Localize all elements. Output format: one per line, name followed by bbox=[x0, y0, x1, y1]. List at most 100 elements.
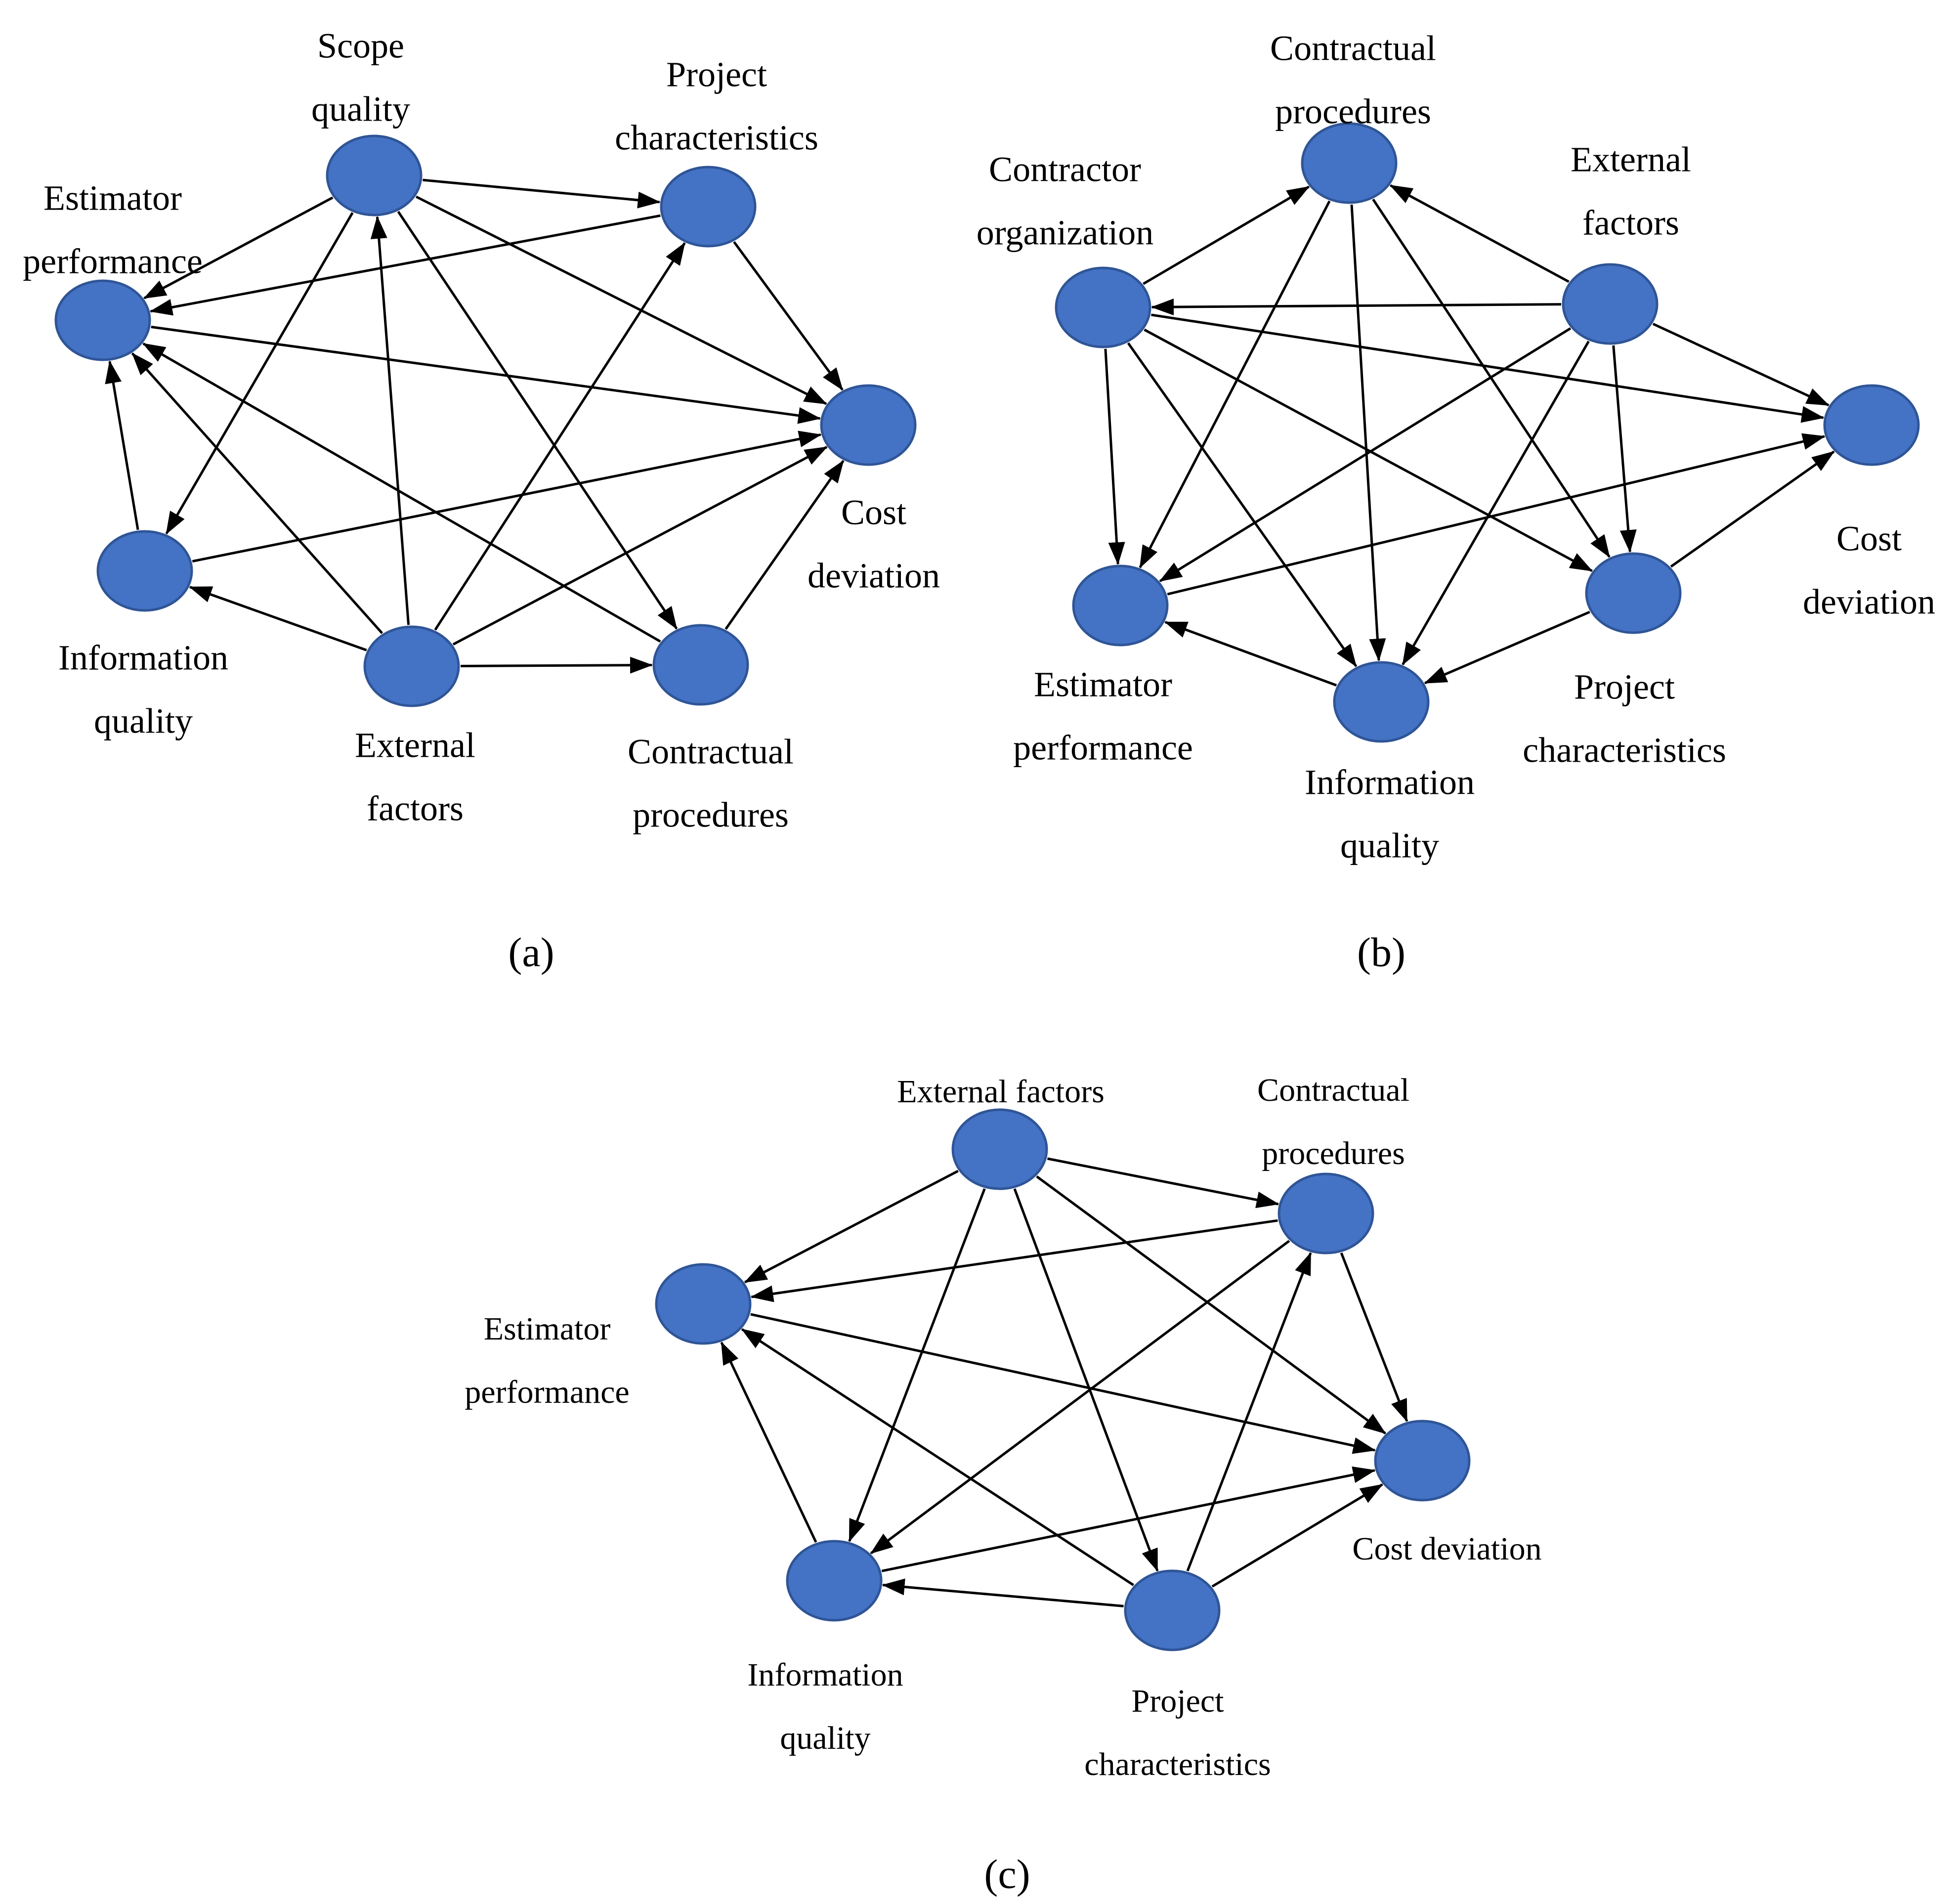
node-proj bbox=[1124, 1569, 1221, 1651]
node-label-info: quality bbox=[780, 1720, 870, 1756]
node-label-contr: Contractual bbox=[1257, 1072, 1409, 1108]
node-label-est: performance bbox=[465, 1374, 629, 1410]
arrow-proj-to-contr bbox=[1186, 1252, 1312, 1572]
node-label-est: Estimator bbox=[43, 178, 182, 218]
arrow-org-to-cost bbox=[1151, 313, 1825, 423]
arrow-ext-to-est bbox=[131, 352, 383, 634]
node-scope bbox=[326, 134, 423, 216]
arrow-proj-to-cost bbox=[1670, 450, 1835, 568]
arrow-contr-to-cost bbox=[724, 460, 845, 630]
node-label-contr: Contractual bbox=[628, 732, 794, 772]
arrow-org-to-contr bbox=[1143, 185, 1310, 285]
node-cost bbox=[1374, 1420, 1471, 1502]
node-label-contr: Contractual bbox=[1270, 29, 1436, 68]
arrow-scope-to-contr bbox=[397, 211, 678, 630]
arrow-scope-to-est bbox=[143, 196, 334, 300]
arrow-proj-to-info bbox=[882, 1578, 1124, 1607]
arrow-est-to-cost bbox=[750, 1313, 1376, 1454]
node-label-cost: deviation bbox=[1803, 582, 1935, 622]
arrow-est-to-cost bbox=[1167, 433, 1826, 596]
edges bbox=[105, 178, 845, 674]
node-label-ext: External factors bbox=[897, 1074, 1105, 1110]
node-ext bbox=[363, 625, 460, 707]
arrow-org-to-est bbox=[1104, 348, 1125, 565]
node-label-scope: Scope bbox=[317, 26, 404, 66]
node-label-est: Estimator bbox=[484, 1311, 611, 1347]
node-org bbox=[1055, 266, 1151, 348]
node-contr bbox=[652, 624, 749, 706]
panel-a: ScopequalityProjectcharacteristicsEstima… bbox=[23, 26, 940, 976]
node-label-info: Information bbox=[58, 638, 228, 678]
node-label-est: Estimator bbox=[1034, 665, 1172, 704]
node-contr bbox=[1278, 1172, 1374, 1255]
node-label-info: Information bbox=[1305, 763, 1475, 802]
arrow-info-to-cost bbox=[192, 431, 822, 563]
node-info bbox=[786, 1540, 883, 1622]
arrow-ext-to-proj bbox=[434, 242, 686, 631]
arrow-contr-to-cost bbox=[1340, 1252, 1408, 1423]
node-label-org: Contractor bbox=[989, 150, 1141, 189]
node-proj bbox=[1585, 552, 1682, 634]
node-ext bbox=[951, 1108, 1048, 1190]
node-label-contr: procedures bbox=[1275, 92, 1431, 131]
arrow-ext-to-contr bbox=[1389, 184, 1570, 283]
node-label-proj: Project bbox=[1574, 667, 1675, 707]
edges bbox=[1104, 184, 1835, 687]
node-label-info: Information bbox=[747, 1657, 903, 1693]
arrow-ext-to-cost bbox=[1652, 322, 1830, 407]
node-label-ext: External bbox=[355, 726, 475, 765]
node-info bbox=[1333, 661, 1430, 743]
node-label-cost: Cost bbox=[1836, 519, 1902, 559]
node-label-cost: Cost deviation bbox=[1352, 1531, 1541, 1567]
node-label-ext: factors bbox=[1582, 203, 1679, 243]
node-label-org: organization bbox=[977, 213, 1154, 253]
node-label-cost: Cost bbox=[841, 493, 906, 532]
node-info bbox=[96, 530, 193, 612]
node-label-ext: factors bbox=[367, 789, 464, 828]
node-label-contr: procedures bbox=[1262, 1135, 1405, 1171]
arrow-proj-to-est bbox=[741, 1328, 1134, 1586]
arrow-proj-to-cost bbox=[1211, 1483, 1383, 1588]
arrow-contr-to-info bbox=[870, 1240, 1290, 1555]
node-label-proj: characteristics bbox=[1084, 1746, 1271, 1782]
arrow-info-to-est bbox=[720, 1341, 817, 1543]
arrow-ext-to-org bbox=[1150, 299, 1562, 316]
arrow-ext-to-contr bbox=[460, 656, 653, 674]
arrow-proj-to-info bbox=[1424, 610, 1590, 685]
edges bbox=[720, 1157, 1408, 1607]
arrow-contr-to-est bbox=[142, 342, 661, 643]
node-est bbox=[1072, 564, 1169, 647]
arrow-scope-to-info bbox=[165, 212, 354, 535]
arrow-scope-to-proj bbox=[423, 178, 661, 209]
node-label-info: quality bbox=[1340, 826, 1439, 865]
arrow-ext-to-est bbox=[744, 1169, 959, 1284]
node-label-proj: characteristics bbox=[1523, 731, 1726, 770]
panel-caption: (c) bbox=[984, 1851, 1030, 1897]
arrow-ext-to-proj bbox=[1612, 345, 1637, 553]
node-label-est: performance bbox=[1013, 728, 1193, 768]
node-cost bbox=[820, 384, 917, 466]
node-label-ext: External bbox=[1571, 140, 1691, 179]
arrow-contr-to-est bbox=[1139, 200, 1331, 568]
arrow-contr-to-info bbox=[1350, 204, 1386, 662]
arrow-ext-to-proj bbox=[1013, 1188, 1159, 1572]
node-label-est: performance bbox=[23, 242, 203, 281]
arrow-org-to-info bbox=[1127, 342, 1358, 667]
arrow-scope-to-cost bbox=[415, 195, 827, 405]
node-label-contr: procedures bbox=[633, 795, 789, 835]
panel-caption: (a) bbox=[508, 929, 554, 975]
arrow-contr-to-est bbox=[750, 1219, 1278, 1302]
labels: ScopequalityProjectcharacteristicsEstima… bbox=[23, 26, 940, 835]
arrow-proj-to-cost bbox=[733, 241, 844, 391]
panel-c: External factors Contractual proceduresEst… bbox=[465, 1072, 1541, 1897]
arrow-est-to-cost bbox=[151, 325, 821, 424]
node-label-proj: Project bbox=[1132, 1683, 1224, 1719]
node-est bbox=[655, 1263, 752, 1345]
arrow-proj-to-est bbox=[149, 214, 661, 316]
nodes bbox=[1055, 122, 1920, 743]
arrow-ext-to-est bbox=[1159, 327, 1572, 582]
arrow-org-to-proj bbox=[1144, 328, 1593, 572]
